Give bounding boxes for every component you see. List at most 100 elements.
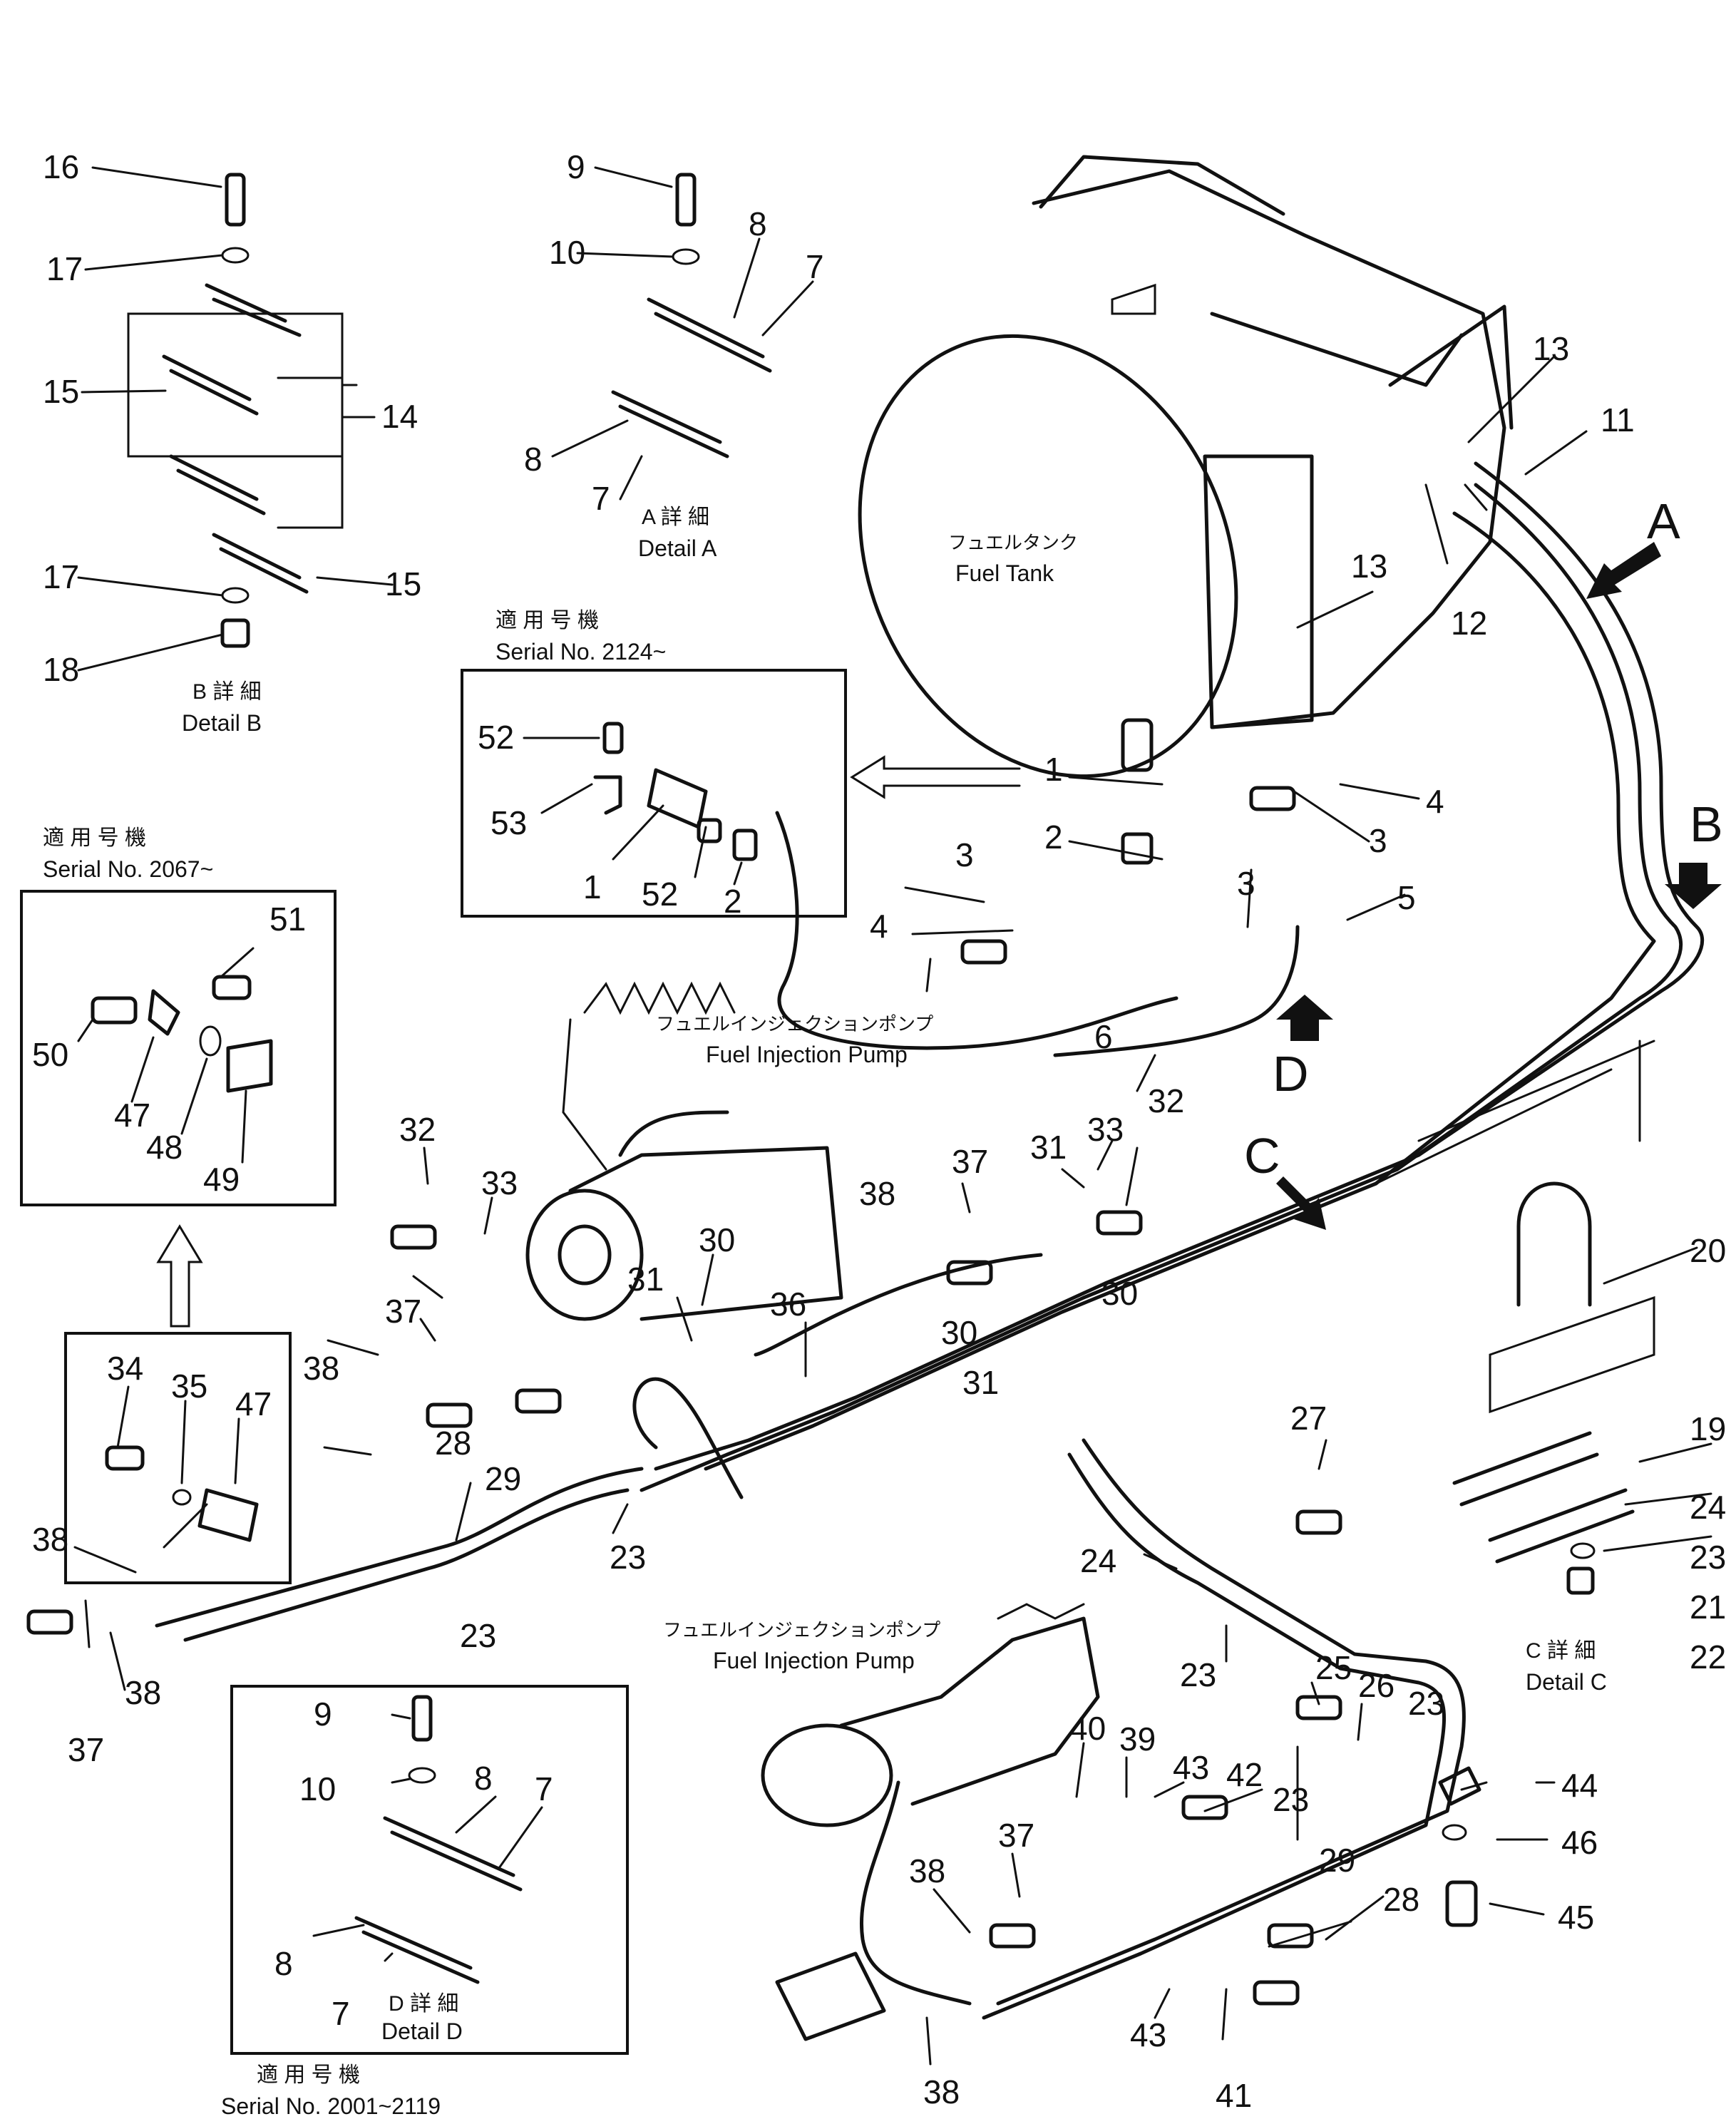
callout: 1 — [1044, 751, 1063, 788]
callout: 23 — [1180, 1656, 1216, 1693]
callout: 28 — [435, 1425, 471, 1462]
callout: 8 — [474, 1760, 493, 1797]
callout: 53 — [491, 804, 527, 841]
callout: 33 — [1087, 1111, 1124, 1148]
fuel-tank-label: Fuel Tank — [955, 560, 1054, 586]
bolt-37d-icon — [989, 1923, 1036, 1949]
fuel-injection-pump-upper: フュエルインジェクションポンプ Fuel Injection Pump — [525, 981, 933, 1321]
detail-c-label-jp: C 詳 細 — [1526, 1639, 1596, 1663]
serial-2124-inset: 適 用 号 機 Serial No. 2124~ — [461, 609, 1021, 918]
callout: 26 — [1358, 1667, 1395, 1704]
view-arrow-c-icon — [1276, 1176, 1326, 1230]
callout: 28 — [1383, 1881, 1419, 1918]
callout: 8 — [749, 205, 767, 242]
callout: 14 — [381, 398, 418, 435]
callout: 51 — [269, 901, 306, 938]
serial-2001-label-jp: 適 用 号 機 — [257, 2063, 360, 2087]
callout: 2 — [1044, 819, 1063, 856]
callout: 5 — [1397, 879, 1416, 916]
callout: 37 — [998, 1817, 1034, 1854]
detail-a-label-jp: A 詳 細 — [642, 506, 709, 529]
callout: 3 — [1237, 865, 1255, 902]
bolt-32b-icon — [1096, 1210, 1143, 1236]
serial-2067-label-jp: 適 用 号 機 — [43, 826, 146, 850]
callout: 15 — [43, 373, 79, 410]
bolt-32-icon — [390, 1224, 437, 1250]
bolt-28b-icon — [1267, 1923, 1314, 1949]
callout: 39 — [1119, 1720, 1156, 1758]
bolt-37-icon — [946, 1260, 993, 1286]
callout: 11 — [1601, 401, 1635, 438]
pump1-label-jp: フュエルインジェクションポンプ — [656, 1014, 933, 1035]
callout: 47 — [114, 1097, 150, 1134]
callout: 42 — [1226, 1756, 1263, 1793]
serial-2001-left-inset — [64, 1332, 292, 1584]
callout: 13 — [1533, 330, 1569, 367]
callout: 37 — [68, 1731, 104, 1768]
view-label-c: C — [1244, 1128, 1280, 1184]
pump2-label-jp: フュエルインジェクションポンプ — [663, 1620, 940, 1641]
callout: 12 — [1451, 605, 1487, 642]
bolt-37b-icon — [426, 1402, 473, 1428]
callout: 29 — [1319, 1842, 1355, 1879]
callout: 24 — [1690, 1489, 1726, 1526]
view-arrows: A B C D — [1244, 493, 1723, 1230]
callout: 35 — [171, 1368, 207, 1405]
callout: 15 — [385, 565, 421, 602]
leader-lines — [73, 166, 1712, 2066]
callout: 8 — [274, 1945, 293, 1982]
bracket-44-icon — [1438, 1766, 1481, 1806]
callout: 27 — [1290, 1400, 1327, 1437]
callout: 38 — [125, 1674, 161, 1711]
callout: 36 — [770, 1286, 806, 1323]
bolt-27-icon — [1295, 1509, 1342, 1535]
callout: 10 — [549, 234, 585, 271]
view-label-d: D — [1273, 1046, 1309, 1102]
bolt-42-icon — [1181, 1795, 1228, 1820]
callout: 48 — [146, 1129, 183, 1166]
serial-2001-label: Serial No. 2001~2119 — [221, 2093, 441, 2119]
callout: 45 — [1558, 1899, 1594, 1936]
fuel-lines — [155, 461, 1705, 2020]
detail-c-label: Detail C — [1526, 1669, 1607, 1695]
callout: 52 — [642, 876, 678, 913]
pump2-label: Fuel Injection Pump — [713, 1648, 915, 1673]
callout: 43 — [1173, 1749, 1209, 1786]
callout: 3 — [1369, 822, 1387, 859]
serial-2067-label: Serial No. 2067~ — [43, 856, 213, 882]
serial-2124-label: Serial No. 2124~ — [495, 639, 666, 665]
detail-a: A 詳 細 Detail A — [611, 173, 772, 561]
pump1-label: Fuel Injection Pump — [706, 1042, 908, 1067]
callout: 8 — [524, 441, 543, 478]
detail-d-label: Detail D — [381, 2018, 463, 2044]
callout: 47 — [235, 1385, 272, 1422]
callout: 29 — [485, 1460, 521, 1497]
callout: 9 — [314, 1695, 332, 1733]
callout: 38 — [909, 1852, 945, 1889]
fuel-tank-label-jp: フュエルタンク — [948, 533, 1078, 554]
callout: 33 — [481, 1164, 518, 1201]
washer-46-icon — [1442, 1824, 1467, 1841]
callout: 23 — [1690, 1539, 1726, 1576]
fitting-2-icon — [1121, 832, 1154, 865]
callout-numbers: 16 17 15 14 17 15 18 9 10 8 7 8 7 13 11 … — [32, 148, 1726, 2114]
bolt-37c-icon — [26, 1609, 73, 1635]
callout: 23 — [460, 1617, 496, 1654]
bolt-4-icon — [1249, 786, 1296, 811]
callout: 50 — [32, 1036, 68, 1073]
callout: 38 — [32, 1521, 68, 1558]
callout: 43 — [1130, 2016, 1166, 2053]
callout: 32 — [399, 1111, 436, 1148]
view-arrow-a-icon — [1586, 542, 1661, 599]
callout: 34 — [107, 1350, 143, 1387]
callout: 17 — [46, 250, 83, 287]
callout: 19 — [1690, 1410, 1726, 1447]
bolt-41-icon — [1253, 1980, 1300, 2006]
callout: 3 — [955, 836, 974, 873]
view-label-b: B — [1690, 796, 1723, 852]
callout: 13 — [1351, 548, 1387, 585]
callout: 16 — [43, 148, 79, 185]
callout: 30 — [941, 1314, 977, 1351]
detail-b-label: Detail B — [182, 710, 262, 736]
callout: 7 — [806, 248, 824, 285]
